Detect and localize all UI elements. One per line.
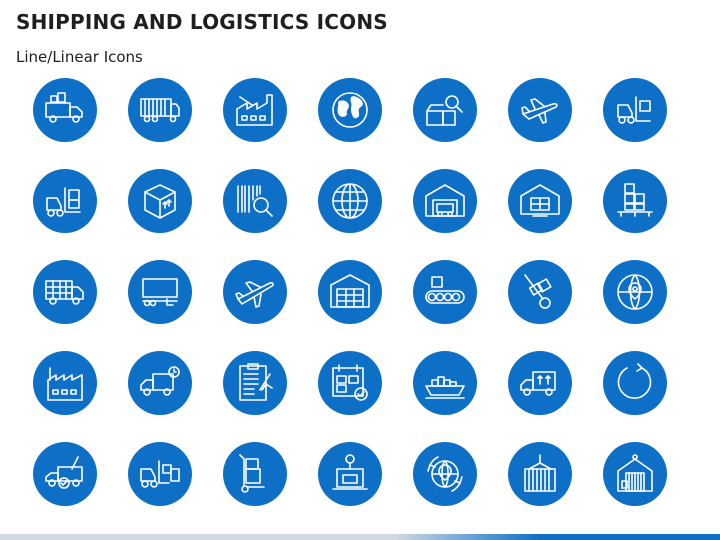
warehouse-door-icon [603, 442, 667, 506]
globe-grid-icon [318, 169, 382, 233]
pallet-boxes-icon [603, 169, 667, 233]
factory-icon [33, 351, 97, 415]
cargo-ship-icon [413, 351, 477, 415]
airplane-icon [508, 78, 572, 142]
warehouse-truck-icon [413, 169, 477, 233]
globe-icon [318, 78, 382, 142]
global-location-icon [413, 442, 477, 506]
truck-check-icon [33, 442, 97, 506]
delivery-truck-boxes-icon [33, 78, 97, 142]
schedule-check-icon [318, 351, 382, 415]
weighing-scale-icon [318, 442, 382, 506]
conveyor-belt-icon [413, 260, 477, 324]
forklift-icon [603, 78, 667, 142]
hand-trolley-icon [223, 442, 287, 506]
checklist-icon [223, 351, 287, 415]
footer-accent-bar [0, 534, 720, 540]
warehouse-storage-icon [318, 260, 382, 324]
truck-arrows-icon [508, 351, 572, 415]
container-icon [508, 442, 572, 506]
hand-truck-icon [508, 260, 572, 324]
forklift-loaded-icon [33, 169, 97, 233]
cargo-truck-icon [128, 78, 192, 142]
icon-grid [33, 78, 667, 506]
forklift-truck-icon [128, 442, 192, 506]
truck-clock-icon [128, 351, 192, 415]
warehouse-icon [508, 169, 572, 233]
page-subtitle: Line/Linear Icons [16, 48, 143, 66]
package-box-icon [128, 169, 192, 233]
page-title: SHIPPING AND LOGISTICS ICONS [16, 10, 388, 34]
barcode-search-icon [223, 169, 287, 233]
refresh-icon [603, 351, 667, 415]
truck-boxes-icon [33, 260, 97, 324]
package-search-icon [413, 78, 477, 142]
trailer-icon [128, 260, 192, 324]
airplane-icon [223, 260, 287, 324]
factory-icon [223, 78, 287, 142]
globe-location-icon [603, 260, 667, 324]
